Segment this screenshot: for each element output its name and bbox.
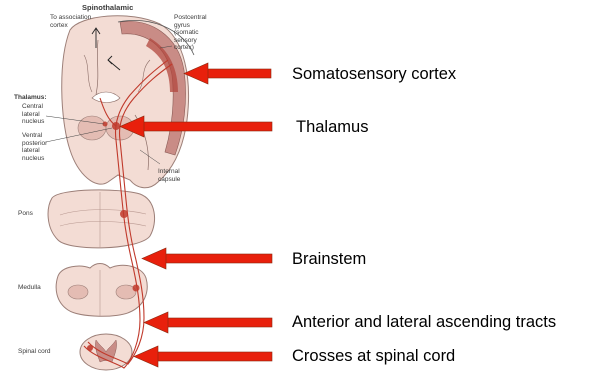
label-ventral-posterior-lateral-nucleus: Ventral posterior lateral nucleus [22, 132, 47, 162]
pons-outline [48, 190, 155, 248]
label-spinal-cord: Spinal cord [18, 348, 51, 356]
thalamus-left [78, 116, 106, 140]
callout-thalamus: Thalamus [296, 118, 368, 137]
label-postcentral-gyrus: Postcentral gyrus (somatic sensory corte… [174, 14, 207, 52]
spinal-cord-section [80, 334, 132, 370]
callout-brainstem: Brainstem [292, 250, 366, 269]
label-central-lateral-nucleus: Central lateral nucleus [22, 103, 44, 126]
arrow-somatosensory-cortex [184, 63, 271, 84]
figure-title: Spinothalamic [82, 4, 133, 12]
pons-section [48, 190, 155, 248]
arrow-crosses-spinal-cord [134, 346, 272, 367]
callout-ascending-tracts: Anterior and lateral ascending tracts [292, 313, 556, 332]
callout-crosses-spinal-cord: Crosses at spinal cord [292, 347, 455, 366]
label-thalamus: Thalamus: [14, 94, 47, 102]
label-to-association-cortex: To association cortex [50, 14, 91, 29]
label-medulla: Medulla [18, 284, 41, 292]
arrow-thalamus [120, 116, 272, 137]
callout-somatosensory-cortex: Somatosensory cortex [292, 65, 456, 84]
arrow-brainstem [142, 248, 272, 269]
label-pons: Pons [18, 210, 33, 218]
arrow-ascending-tracts [144, 312, 272, 333]
label-internal-capsule: Internal capsule [158, 168, 180, 183]
